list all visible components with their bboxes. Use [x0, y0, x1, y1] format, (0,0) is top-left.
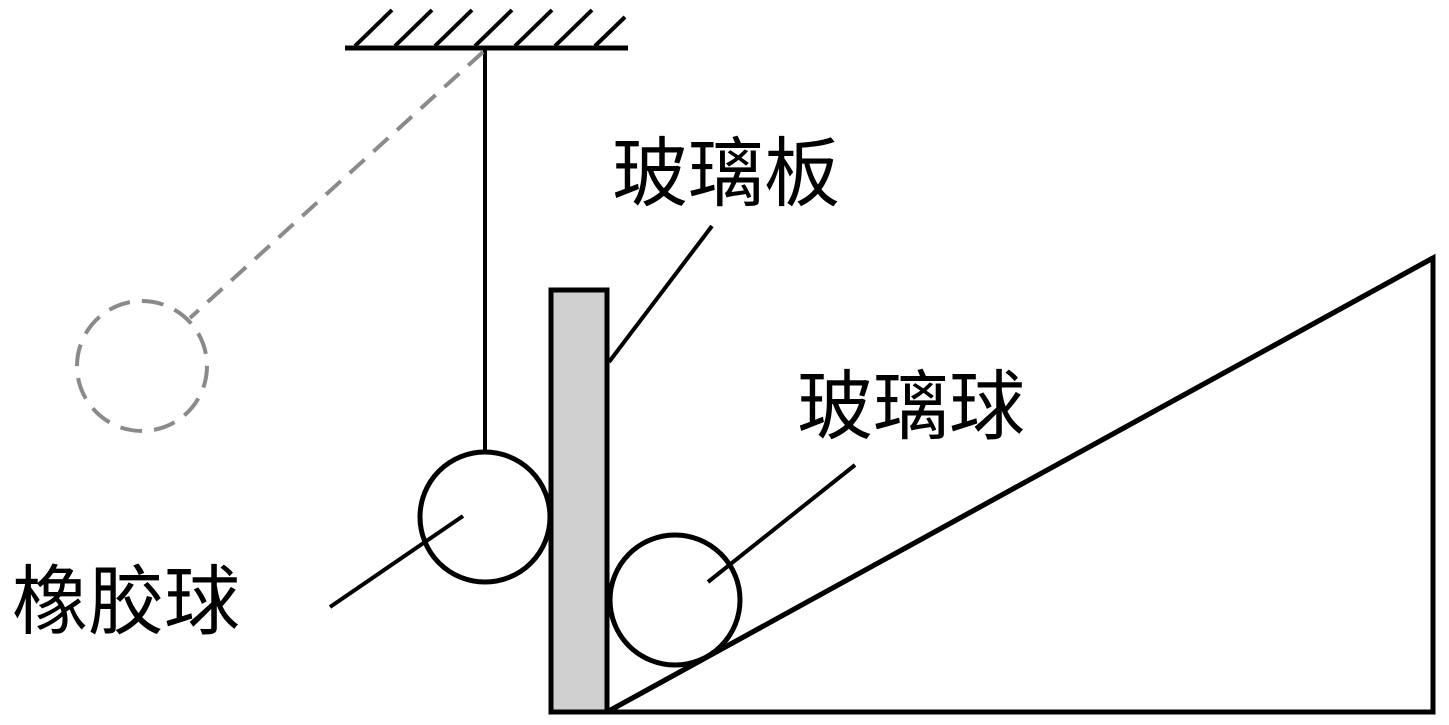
- rubber-ball-label: 橡胶球: [12, 557, 240, 646]
- rubber-ball-leader: [328, 514, 465, 609]
- glass-ball: [607, 532, 743, 668]
- glass-plate: [548, 287, 610, 715]
- ceiling-hatching: [353, 8, 627, 48]
- dashed-rubber-ball: [75, 299, 209, 433]
- ramp-slope: [605, 255, 1435, 715]
- initial-pendulum-position: [75, 50, 485, 433]
- glass-plate-leader: [607, 224, 714, 364]
- dashed-pendulum-string: [188, 50, 485, 320]
- glass-ball-label: 玻璃球: [797, 362, 1025, 451]
- glass-ball-leader: [706, 463, 857, 584]
- rubber-ball: [417, 449, 553, 585]
- glass-plate-label: 玻璃板: [612, 129, 840, 218]
- ceiling-support: [345, 8, 628, 51]
